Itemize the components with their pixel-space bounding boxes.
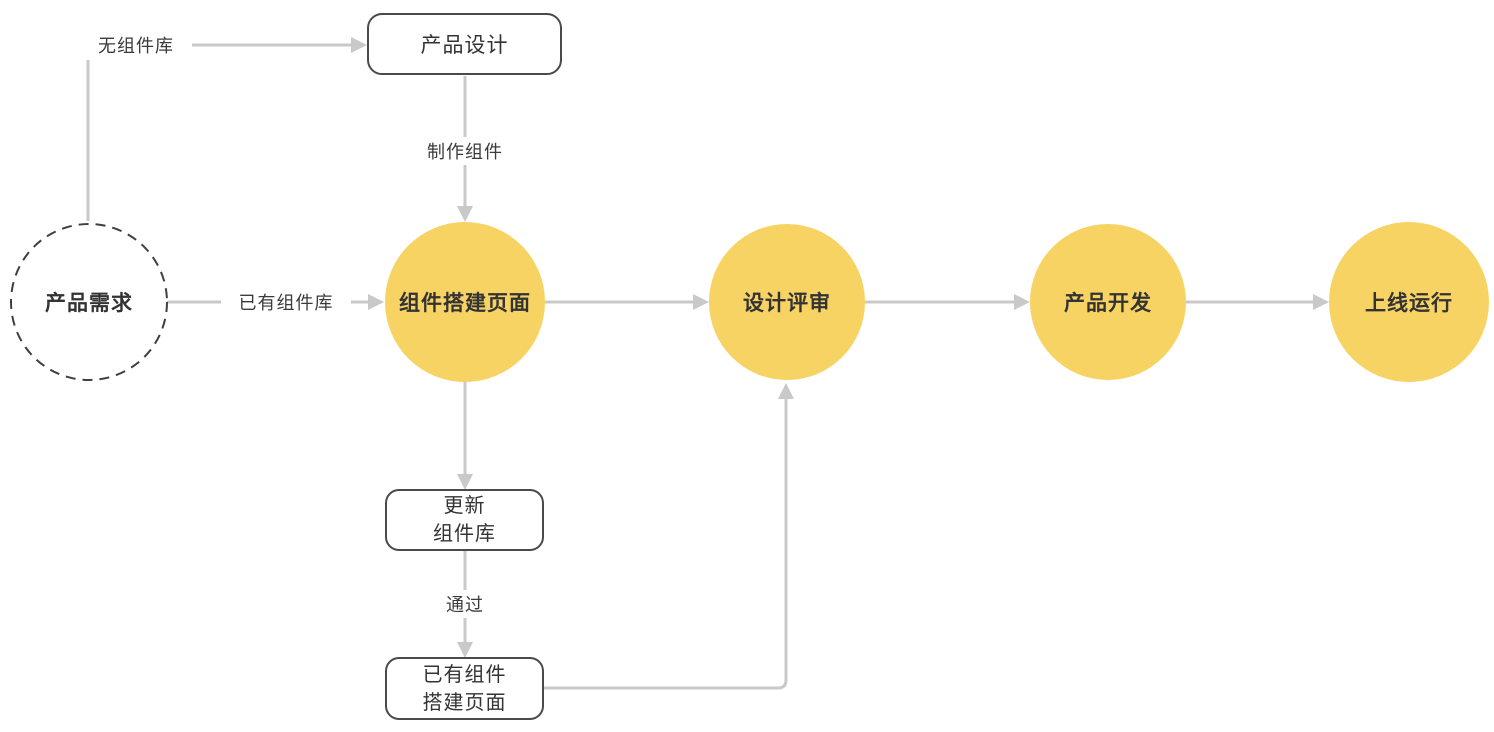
arrowhead-into-review-left — [693, 294, 709, 310]
connector-existing-to-review — [543, 399, 788, 690]
node-design-review-shape — [709, 224, 865, 380]
node-launch-shape — [1329, 222, 1489, 382]
edge-label-pass: 通过 — [435, 590, 495, 618]
edge-label-no-library: 无组件库 — [80, 30, 192, 60]
node-product-develop-shape — [1030, 224, 1186, 380]
arrowhead-into-design — [351, 37, 367, 53]
node-update-library-line1: 更新 — [443, 495, 486, 517]
node-update-library-label: 更新 组件库 — [386, 490, 543, 550]
node-build-page-shape — [385, 222, 545, 382]
node-existing-build-page-line2: 搭建页面 — [422, 691, 507, 714]
node-design-review-label: 设计评审 — [743, 292, 831, 315]
arrowhead-into-existing — [457, 642, 473, 658]
node-product-design-label: 产品设计 — [420, 34, 509, 57]
node-update-library-shape — [385, 489, 544, 551]
arrowhead-into-review-bottom — [778, 383, 794, 399]
arrowhead-into-buildpage-top — [457, 206, 473, 222]
edge-label-make-components: 制作组件 — [418, 137, 512, 165]
node-product-design-shape — [367, 13, 562, 75]
node-launch-label: 上线运行 — [1365, 292, 1453, 315]
edge-label-has-library: 已有组件库 — [221, 287, 351, 317]
node-product-develop-label: 产品开发 — [1064, 292, 1152, 315]
node-build-page-label: 组件搭建页面 — [399, 292, 531, 315]
arrowhead-into-develop — [1014, 294, 1030, 310]
node-update-library-line2: 组件库 — [433, 523, 496, 545]
connector-requirement-to-design — [86, 43, 351, 221]
node-existing-build-page-label: 已有组件 搭建页面 — [386, 658, 543, 719]
arrowhead-into-buildpage-left — [368, 294, 384, 310]
node-existing-build-page-shape — [385, 657, 544, 720]
node-existing-build-page-line1: 已有组件 — [422, 663, 507, 686]
node-requirement-label: 产品需求 — [45, 292, 133, 315]
arrowhead-into-updatelib — [457, 474, 473, 490]
node-requirement-shape — [10, 223, 168, 381]
arrowhead-into-launch — [1313, 294, 1329, 310]
